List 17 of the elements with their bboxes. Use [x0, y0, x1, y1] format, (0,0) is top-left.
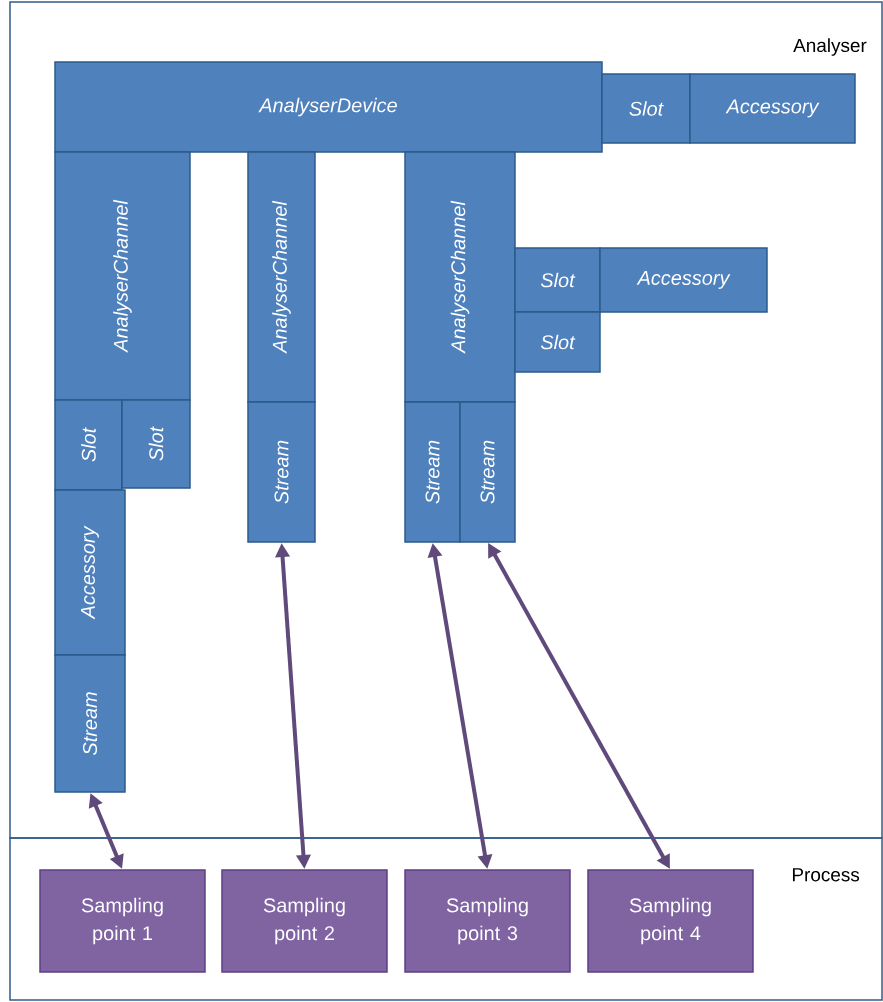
component-box: Accessory: [599, 247, 768, 313]
component-box: Stream: [459, 401, 516, 543]
component-box: AnalyserChannel: [247, 151, 316, 403]
component-box: Slot: [514, 247, 601, 313]
component-box: Slot: [601, 73, 691, 144]
component-box: Accessory: [689, 73, 856, 144]
component-box: Slot: [54, 399, 123, 491]
sampling-point-box: Sampling point 4: [587, 869, 754, 973]
sampling-point-box: Sampling point 2: [221, 869, 388, 973]
component-box: Stream: [247, 401, 316, 543]
component-box: Stream: [404, 401, 461, 543]
component-box: Slot: [121, 399, 191, 489]
component-box: Stream: [54, 654, 126, 793]
component-box: Slot: [514, 311, 601, 373]
sampling-point-box: Sampling point 1: [39, 869, 206, 973]
component-box: Accessory: [54, 489, 126, 656]
sampling-point-box: Sampling point 3: [404, 869, 571, 973]
